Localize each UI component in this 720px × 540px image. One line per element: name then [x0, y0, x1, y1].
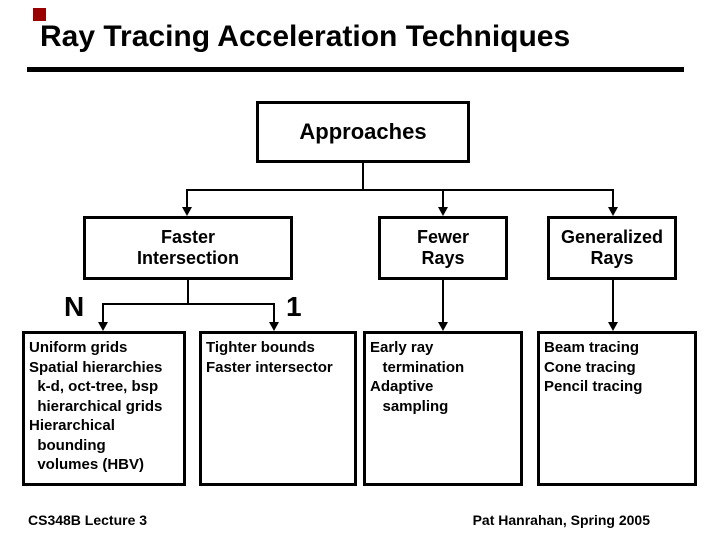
node-approaches: Approaches — [256, 101, 470, 163]
connector-drop-fewer — [442, 189, 444, 208]
edge-label-n: N — [64, 291, 85, 322]
arrowhead-generalized-icon — [608, 207, 618, 216]
leaf-line: Faster intersector — [206, 358, 333, 376]
arrowhead-faster-icon — [182, 207, 192, 216]
leaf-line: volumes (HBV) — [29, 456, 145, 473]
node-label-line: Faster — [160, 227, 216, 247]
arrowhead-fewer-icon — [438, 207, 448, 216]
arrowhead-leaf1-icon — [98, 322, 108, 331]
connector-faster-stem — [187, 280, 189, 304]
node-label-line: Rays — [590, 248, 634, 268]
node-faster-intersection: Faster Intersection — [83, 216, 293, 280]
connector-top-rail — [186, 189, 614, 191]
leaf-line: Hierarchical — [29, 417, 115, 434]
node-tighter-bounds: Tighter bounds Faster intersector — [199, 331, 357, 486]
leaf-line: Uniform grids — [29, 339, 128, 356]
footer-course-label: CS348B Lecture 3 — [28, 512, 148, 528]
footer-author-label: Pat Hanrahan, Spring 2005 — [472, 512, 650, 528]
leaf-line: termination — [370, 358, 465, 376]
leaf-line: k-d, oct-tree, bsp — [29, 378, 159, 395]
connector-drop-faster — [186, 189, 188, 208]
node-approaches-label: Approaches — [299, 119, 427, 144]
leaf-line: Tighter bounds — [206, 339, 315, 356]
arrowhead-leaf4-icon — [608, 322, 618, 331]
arrowhead-leaf3-icon — [438, 322, 448, 331]
leaf-line: sampling — [370, 397, 449, 415]
title-underline — [27, 67, 684, 72]
node-beam-tracing: Beam tracing Cone tracing Pencil tracing — [537, 331, 697, 486]
leaf-line: Adaptive — [370, 378, 434, 395]
leaf-line: Pencil tracing — [544, 378, 643, 395]
connector-drop-leaf1 — [102, 303, 104, 323]
node-label-line: Intersection — [136, 248, 240, 268]
connector-drop-generalized — [612, 189, 614, 208]
connector-sub-rail — [102, 303, 275, 305]
node-fewer-rays: Fewer Rays — [378, 216, 508, 280]
leaf-line: bounding — [29, 436, 106, 454]
connector-drop-leaf2 — [273, 303, 275, 323]
node-generalized-rays: Generalized Rays — [547, 216, 677, 280]
leaf-line: Spatial hierarchies — [29, 358, 163, 376]
leaf-line: hierarchical grids — [29, 397, 163, 415]
node-label-line: Generalized — [560, 227, 664, 247]
node-label-line: Fewer — [416, 227, 470, 247]
accent-square — [33, 8, 46, 21]
slide-title: Ray Tracing Acceleration Techniques — [40, 20, 571, 53]
connector-root-stem — [362, 163, 364, 190]
edge-label-one: 1 — [286, 291, 302, 322]
leaf-line: Cone tracing — [544, 358, 636, 376]
connector-drop-leaf3 — [442, 280, 444, 323]
node-early-termination: Early ray termination Adaptive sampling — [363, 331, 523, 486]
leaf-line: Beam tracing — [544, 339, 640, 356]
node-spatial-structures: Uniform grids Spatial hierarchies k-d, o… — [22, 331, 186, 486]
node-label-line: Rays — [421, 248, 465, 268]
arrowhead-leaf2-icon — [269, 322, 279, 331]
connector-drop-leaf4 — [612, 280, 614, 323]
leaf-line: Early ray — [370, 339, 434, 356]
